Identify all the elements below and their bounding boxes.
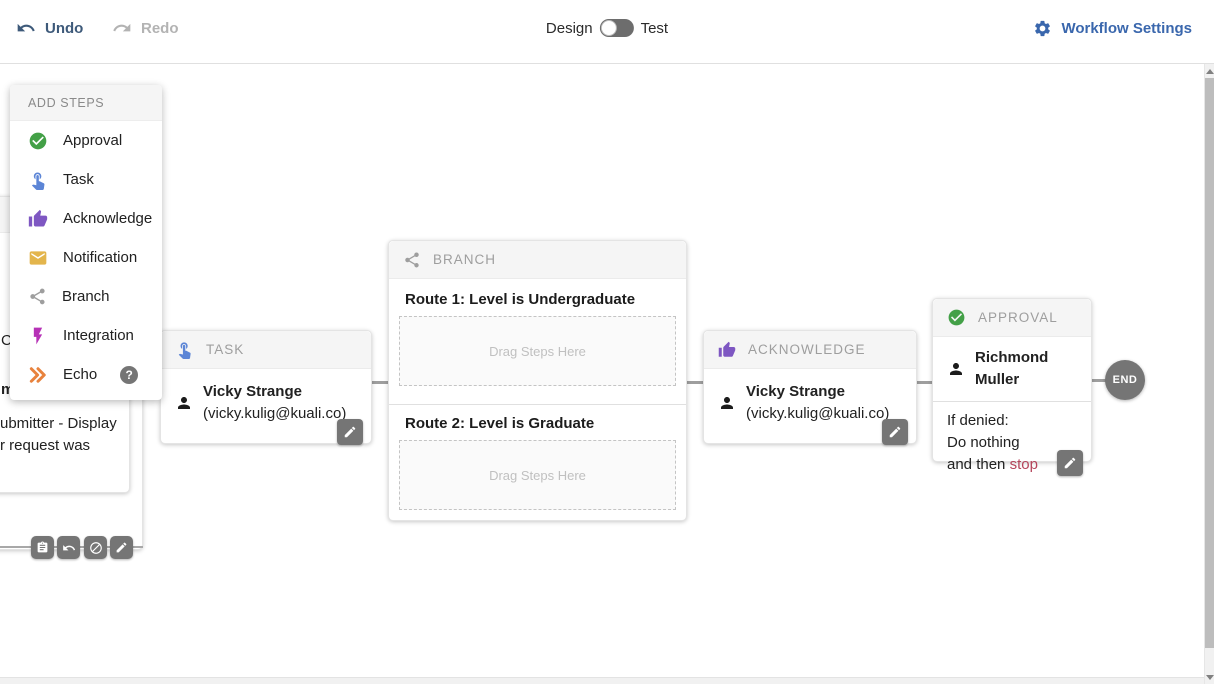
menu-item-acknowledge[interactable]: Acknowledge	[10, 199, 162, 238]
assignee-email: (vicky.kulig@kuali.co)	[746, 405, 890, 422]
test-mode-label: Test	[640, 19, 669, 37]
envelope-icon	[28, 248, 48, 268]
partial-text-fragment: C	[1, 332, 12, 349]
help-icon[interactable]: ?	[120, 365, 139, 384]
assignee-name: Vicky Strange	[203, 383, 302, 400]
undo-icon	[62, 541, 76, 555]
connector-line	[686, 381, 704, 384]
vertical-scrollbar-thumb[interactable]	[1205, 78, 1214, 648]
menu-item-notification[interactable]: Notification	[10, 238, 162, 277]
redo-label: Redo	[141, 19, 179, 37]
disable-step-button[interactable]	[84, 536, 107, 559]
check-circle-icon	[28, 131, 48, 151]
end-node: END	[1105, 360, 1145, 400]
undo-icon	[16, 18, 36, 38]
add-steps-menu-title: ADD STEPS	[10, 85, 162, 121]
scroll-down-arrow-icon[interactable]	[1206, 675, 1214, 680]
connector-line	[915, 381, 933, 384]
edit-task-button[interactable]	[337, 419, 363, 445]
menu-item-label: Notification	[63, 249, 138, 266]
share-icon	[28, 287, 47, 306]
copy-step-button[interactable]	[31, 536, 54, 559]
step-type-label: TASK	[206, 342, 245, 357]
drop-zone-placeholder: Drag Steps Here	[489, 467, 586, 483]
menu-item-branch[interactable]: Branch	[10, 277, 162, 316]
denied-behavior: If denied: Do nothing and then stop	[933, 401, 1091, 492]
step-type-label: BRANCH	[433, 252, 497, 267]
step-type-label: ACKNOWLEDGE	[748, 342, 866, 357]
edit-approval-button[interactable]	[1057, 450, 1083, 476]
scroll-up-arrow-icon[interactable]	[1206, 69, 1214, 74]
vertical-scrollbar[interactable]	[1204, 64, 1214, 684]
undo-label: Undo	[45, 19, 84, 37]
end-node-label: END	[1112, 374, 1138, 386]
touch-hand-icon	[175, 340, 194, 359]
branch-step-card[interactable]: BRANCH Route 1: Level is Undergraduate D…	[388, 240, 687, 521]
step-type-label: APPROVAL	[978, 310, 1058, 325]
denied-action: Do nothing	[947, 434, 1020, 451]
task-step-card[interactable]: TASK Vicky Strange (vicky.kulig@kuali.co…	[160, 330, 372, 445]
person-icon	[718, 394, 736, 412]
workflow-settings-button[interactable]: Workflow Settings	[1033, 14, 1192, 42]
share-icon	[403, 251, 421, 269]
menu-item-label: Task	[63, 171, 94, 188]
assignee-email: (vicky.kulig@kuali.co)	[203, 405, 347, 422]
menu-item-label: Branch	[62, 288, 110, 305]
check-circle-icon	[947, 308, 966, 327]
route-2-drop-zone[interactable]: Drag Steps Here	[399, 440, 676, 510]
mode-switcher: Design Test	[546, 14, 668, 42]
assignee-name: Richmond Muller	[975, 349, 1049, 388]
menu-item-label: Approval	[63, 132, 123, 149]
lightning-icon	[28, 326, 48, 346]
acknowledge-step-card[interactable]: ACKNOWLEDGE Vicky Strange (vicky.kulig@k…	[703, 330, 917, 445]
person-icon	[947, 360, 965, 378]
add-steps-menu: ADD STEPS Approval Task Acknowledge Noti…	[10, 85, 162, 400]
approval-step-card[interactable]: APPROVAL Richmond Muller If denied: Do n…	[932, 298, 1092, 476]
edit-step-button[interactable]	[110, 536, 133, 559]
thumb-up-icon	[28, 209, 48, 229]
pencil-icon	[343, 425, 357, 439]
menu-item-label: Acknowledge	[63, 210, 153, 227]
menu-item-task[interactable]: Task	[10, 160, 162, 199]
thumb-up-icon	[718, 341, 736, 359]
assignee-name: Vicky Strange	[746, 383, 845, 400]
redo-icon	[112, 18, 132, 38]
pencil-icon	[1063, 456, 1077, 470]
denied-then-stop: stop	[1009, 456, 1038, 473]
menu-item-approval[interactable]: Approval	[10, 121, 162, 160]
menu-item-label: Echo	[63, 366, 98, 383]
edit-acknowledge-button[interactable]	[882, 419, 908, 445]
redo-button[interactable]: Redo	[112, 14, 179, 42]
pencil-icon	[115, 541, 128, 554]
route-1-title: Route 1: Level is Undergraduate	[405, 291, 636, 308]
design-test-toggle[interactable]	[599, 19, 634, 37]
menu-item-label: Integration	[63, 327, 134, 344]
toolbar: Undo Redo Design Test Workflow Settings	[0, 0, 1214, 64]
menu-item-integration[interactable]: Integration	[10, 316, 162, 355]
design-mode-label: Design	[545, 19, 593, 37]
horizontal-scrollbar[interactable]	[0, 677, 1204, 684]
undo-button[interactable]: Undo	[16, 14, 83, 42]
clipboard-icon	[36, 541, 49, 554]
denied-label: If denied:	[947, 412, 1009, 429]
connector-line	[1088, 379, 1110, 382]
route-1-drop-zone[interactable]: Drag Steps Here	[399, 316, 676, 386]
connector-line	[370, 381, 390, 384]
pencil-icon	[888, 425, 902, 439]
route-divider	[389, 404, 686, 405]
partial-text-fragment: ubmitter - Display	[0, 415, 117, 432]
menu-item-echo[interactable]: Echo ?	[10, 355, 162, 394]
double-chevron-icon	[28, 365, 48, 385]
partial-text-fragment: r request was	[0, 437, 91, 454]
touch-hand-icon	[28, 170, 48, 190]
undo-step-button[interactable]	[57, 536, 80, 559]
block-icon	[89, 541, 103, 555]
workflow-settings-label: Workflow Settings	[1061, 19, 1192, 37]
route-2-title: Route 2: Level is Graduate	[405, 415, 595, 432]
gear-icon	[1033, 19, 1052, 38]
drop-zone-placeholder: Drag Steps Here	[489, 343, 586, 359]
toggle-knob	[600, 20, 617, 36]
person-icon	[175, 394, 193, 412]
denied-then-prefix: and then	[947, 456, 1006, 473]
